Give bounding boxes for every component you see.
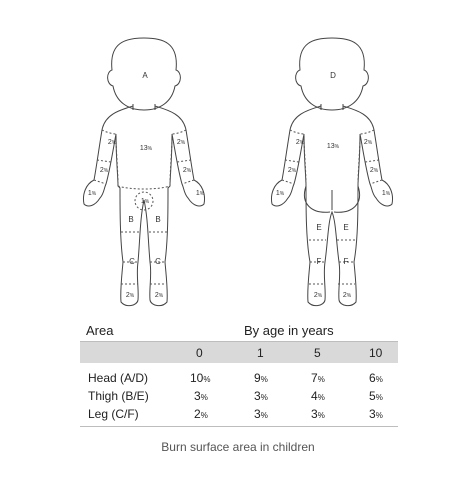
label-foot-front-left: 2% [126,292,135,299]
label-thigh-front-left: B [128,215,133,224]
value-leg-2: 3% [311,407,325,421]
label-forearm-left: 2% [100,167,109,174]
age-header: By age in years [244,323,334,338]
label-upper-arm-back-left: 2% [296,139,305,146]
label-trunk-back: 13% [327,143,340,150]
top-rule [80,341,398,342]
label-upper-arm-right: 2% [177,139,186,146]
value-leg-3: 3% [369,407,383,421]
label-foot-back-right: 2% [343,292,352,299]
label-leg-front-left: C [129,257,135,266]
label-leg-back-left: F [317,257,322,266]
value-thigh-2: 4% [311,389,325,403]
back-labels: D 13% 2% 2% 2% 2% 1% 1% E E F F 2% 2% [276,71,391,299]
label-trunk-front: 13% [140,145,153,152]
age-col-1: 1 [257,346,264,360]
front-labels: A 13% 2% 2% 2% 2% 1% 1% 1% B B C C 2% 2% [88,71,205,299]
value-head-3: 6% [369,371,383,385]
value-head-0: 10% [190,371,211,385]
figure-caption: Burn surface area in children [161,440,315,454]
label-forearm-back-left: 2% [288,167,297,174]
label-foot-back-left: 2% [314,292,323,299]
front-region-lines [93,129,195,285]
bottom-rule [80,426,398,427]
back-head-outline [295,37,369,111]
label-hand-left: 1% [88,190,97,197]
label-genitals: 1% [141,198,150,205]
label-thigh-front-right: B [155,215,160,224]
label-head-back: D [330,71,336,80]
body-diagram: A 13% 2% 2% 2% 2% 1% 1% 1% B B C C 2% 2%… [83,37,393,307]
label-forearm-right: 2% [183,167,192,174]
back-body-outline [271,104,393,307]
label-upper-arm-left: 2% [108,139,117,146]
value-leg-0: 2% [194,407,208,421]
row-label-leg: Leg (C/F) [88,407,139,421]
age-col-3: 10 [369,346,383,360]
label-hand-back-right: 1% [382,190,391,197]
label-thigh-back-right: E [343,223,348,232]
front-body-outline [83,104,205,307]
label-upper-arm-back-right: 2% [364,139,373,146]
row-label-thigh: Thigh (B/E) [88,389,149,403]
value-thigh-0: 3% [194,389,208,403]
value-head-2: 7% [311,371,325,385]
front-view [83,37,205,307]
back-view [271,37,393,307]
label-foot-front-right: 2% [155,292,164,299]
age-col-0: 0 [196,346,203,360]
value-leg-1: 3% [254,407,268,421]
label-leg-back-right: F [344,257,349,266]
value-head-1: 9% [254,371,268,385]
label-hand-right: 1% [196,190,205,197]
label-thigh-back-left: E [316,223,321,232]
label-head-front: A [142,71,148,80]
label-leg-front-right: C [155,257,161,266]
label-hand-back-left: 1% [276,190,285,197]
front-head-outline [107,37,181,111]
age-col-2: 5 [314,346,321,360]
label-forearm-back-right: 2% [370,167,379,174]
value-thigh-1: 3% [254,389,268,403]
table-header-row: Area By age in years [80,320,398,342]
row-label-head: Head (A/D) [88,371,149,385]
back-region-lines [281,129,383,285]
age-columns-row: 0 1 5 10 [80,342,398,363]
area-header: Area [86,323,114,338]
value-thigh-3: 5% [369,389,383,403]
